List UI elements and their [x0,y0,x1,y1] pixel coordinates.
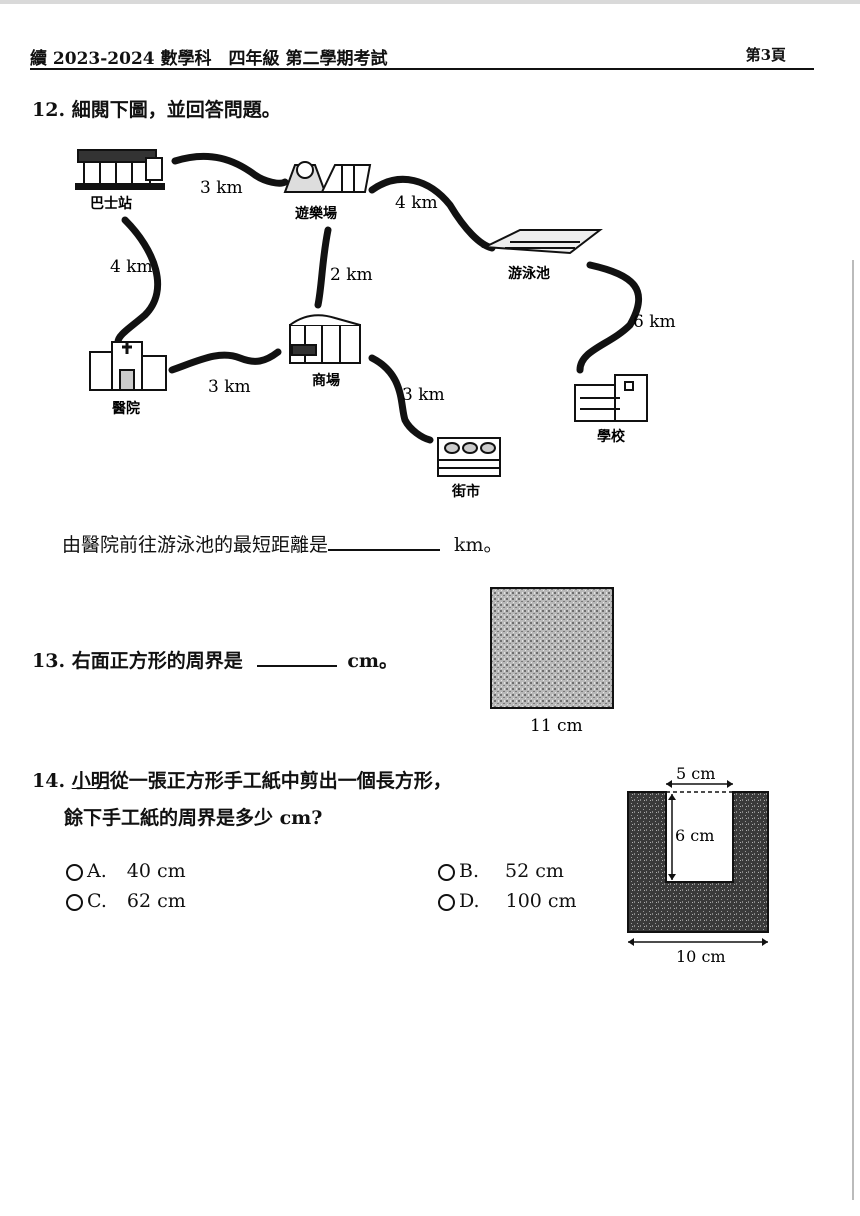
q14-number: 14. [32,770,66,792]
market-icon [437,437,501,477]
road-pool-school [576,261,643,374]
q14-cut-width-label: 5 cm [676,764,715,783]
label-playground: 遊樂場 [295,205,337,222]
bus-station-icon [75,149,165,190]
radio-icon[interactable] [66,893,83,911]
q14-option-c-value: 62 cm [126,890,186,912]
q13-unit: cm。 [347,650,399,672]
radio-icon[interactable] [438,863,455,881]
road-mall-market [368,354,434,444]
q14-heading: 14. 小明從一張正方形手工紙中剪出一個長方形， [32,766,452,793]
q14-remaining-paper [627,791,769,933]
q13-answer-blank[interactable] [257,647,338,667]
road-playground-pool [368,175,496,252]
q14-option-d-value: 100 cm [505,890,577,912]
dist-playground-mall: 2 km [330,265,373,285]
playground-icon [283,161,372,193]
dist-pool-school: 6 km [633,312,676,332]
label-market: 街市 [451,483,480,500]
q12-number: 12. [32,99,66,121]
page-top-edge [0,0,860,4]
q14-option-b-value: 52 cm [505,860,564,882]
dist-bus-hospital: 4 km [110,257,153,277]
q12-heading: 12. 細閱下圖，並回答問題。 [32,95,281,122]
q14-option-b-letter: B. [459,860,480,882]
q12-question-text: 由醫院前往游泳池的最短距離是 [62,534,329,556]
road-playground-mall [314,226,332,309]
q14-option-b[interactable]: B. 52 cm [438,860,564,882]
q14-side-label: 10 cm [676,947,726,966]
label-bus-station: 巴士站 [90,195,132,212]
q13-number: 13. [32,650,66,672]
dist-playground-pool: 4 km [395,193,438,213]
q14-prompt-line2: 餘下手工紙的周界是多少 cm? [64,807,323,829]
mall-icon [289,314,361,364]
q14-option-d-letter: D. [459,890,480,912]
school-icon [574,374,648,422]
q12-prompt: 細閱下圖，並回答問題。 [71,99,281,121]
page-right-edge [852,260,854,1200]
q13-heading: 13. 右面正方形的周界是 cm。 [32,646,398,673]
q12-unit: km。 [454,534,503,556]
road-hospital-mall [168,348,282,374]
page-number: 第3頁 [745,46,786,64]
q13-side-label: 11 cm [530,716,583,736]
q13-square [490,587,614,709]
q14-cut-height-label: 6 cm [675,826,714,845]
radio-icon[interactable] [438,893,455,911]
label-hospital: 醫院 [112,400,140,417]
hospital-icon [89,341,167,391]
q12-question: 由醫院前往游泳池的最短距離是 km。 [62,530,503,557]
q14-option-c[interactable]: C. 62 cm [66,890,186,912]
road-bus-hospital [114,216,162,346]
q12-map-diagram: 巴士站 遊樂場 游泳池 醫院 商場 街市 [75,149,676,500]
exam-header: 續 2023-2024 數學科 四年級 第二學期考試 第3頁 [30,44,814,70]
q14-paper-figure: 5 cm 6 cm 10 cm [627,764,769,966]
dist-mall-market: 3 km [402,385,445,405]
label-school: 學校 [597,428,626,445]
q14-person-name: 小明 [71,770,110,792]
dist-hospital-mall: 3 km [208,377,251,397]
q14-option-a-letter: A. [87,860,107,882]
q14-option-d[interactable]: D. 100 cm [438,890,577,912]
q12-answer-blank[interactable] [328,531,441,551]
label-mall: 商場 [312,372,340,389]
q13-square-figure: 11 cm [490,587,614,736]
radio-icon[interactable] [66,863,83,881]
q14-option-c-letter: C. [87,890,107,912]
label-pool: 游泳池 [508,265,550,282]
q14-option-a-value: 40 cm [126,860,186,882]
dist-bus-playground: 3 km [200,178,243,198]
q14-prompt: 從一張正方形手工紙中剪出一個長方形， [109,770,452,792]
exam-title: 續 2023-2024 數學科 四年級 第二學期考試 [30,49,388,69]
q13-prompt: 右面正方形的周界是 [71,650,243,672]
road-bus-playground [171,152,289,187]
q14-option-a[interactable]: A. 40 cm [66,860,186,882]
pool-icon [481,229,603,255]
